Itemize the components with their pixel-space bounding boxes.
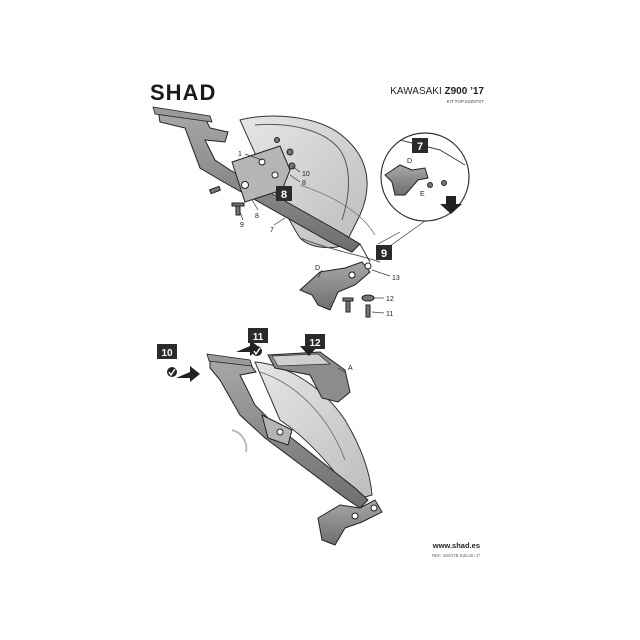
check-icons: [167, 346, 262, 377]
callout-9: 9: [240, 222, 244, 229]
rack-top-plate: [152, 106, 213, 123]
lower-bracket-2: [317, 499, 383, 546]
lower-bracket: [299, 261, 371, 311]
bottom-diagram: [167, 340, 383, 546]
part-callouts: 1 10 8 8 9 7 13 12 11 D D E A: [238, 151, 425, 372]
callout-11: 11: [386, 311, 393, 318]
step-10-label: 10: [161, 348, 173, 359]
callout-a: A: [348, 365, 353, 372]
seat-line: [254, 123, 349, 221]
step-badge-9: 9: [376, 245, 392, 260]
rack-arm-2: [209, 357, 369, 509]
step-badge-12: 12: [305, 334, 325, 349]
step-11-label: 11: [253, 332, 264, 343]
kit-code: KIT TOP K0Z97ST: [446, 99, 484, 104]
callout-10: 10: [302, 171, 310, 178]
step-12-label: 12: [309, 338, 321, 349]
website: www.shad.es: [432, 541, 480, 550]
callout-13: 13: [392, 275, 400, 282]
model-title: KAWASAKI Z900 ’17: [390, 86, 484, 97]
bolts-upper: [208, 137, 296, 216]
model-name: Z900 ’17: [444, 86, 484, 97]
down-arrow: [440, 196, 462, 214]
callout-12: 12: [386, 296, 394, 303]
push-arrow-10: [176, 366, 200, 382]
callout-8-left: 8: [255, 213, 259, 220]
tail-fairing-2: [254, 361, 373, 501]
model-prefix: KAWASAKI: [390, 86, 442, 97]
step-badge-10: 10: [157, 344, 177, 359]
callout-8-right: 8: [302, 180, 306, 187]
step-badge-11: 11: [248, 328, 268, 343]
reference: REF. 50047B Edición 1ª: [432, 553, 480, 558]
subframe-line: [299, 237, 381, 263]
step-7-label: 7: [417, 141, 423, 153]
callout-e: E: [420, 191, 425, 198]
callout-7: 7: [270, 227, 274, 234]
step-badge-7: 7: [412, 138, 428, 153]
step-9-label: 9: [381, 248, 387, 260]
top-diagram: [152, 106, 470, 318]
callout-d-lower: D: [315, 265, 320, 272]
callout-1: 1: [238, 151, 242, 158]
rack-arm: [157, 109, 361, 253]
shad-logo: SHAD: [150, 80, 217, 105]
callout-d-detail: D: [407, 158, 412, 165]
tail-detail: [299, 184, 376, 236]
bolts-lower: [342, 294, 375, 318]
step-8-label: 8: [281, 189, 287, 201]
step-badge-8: 8: [276, 186, 292, 201]
